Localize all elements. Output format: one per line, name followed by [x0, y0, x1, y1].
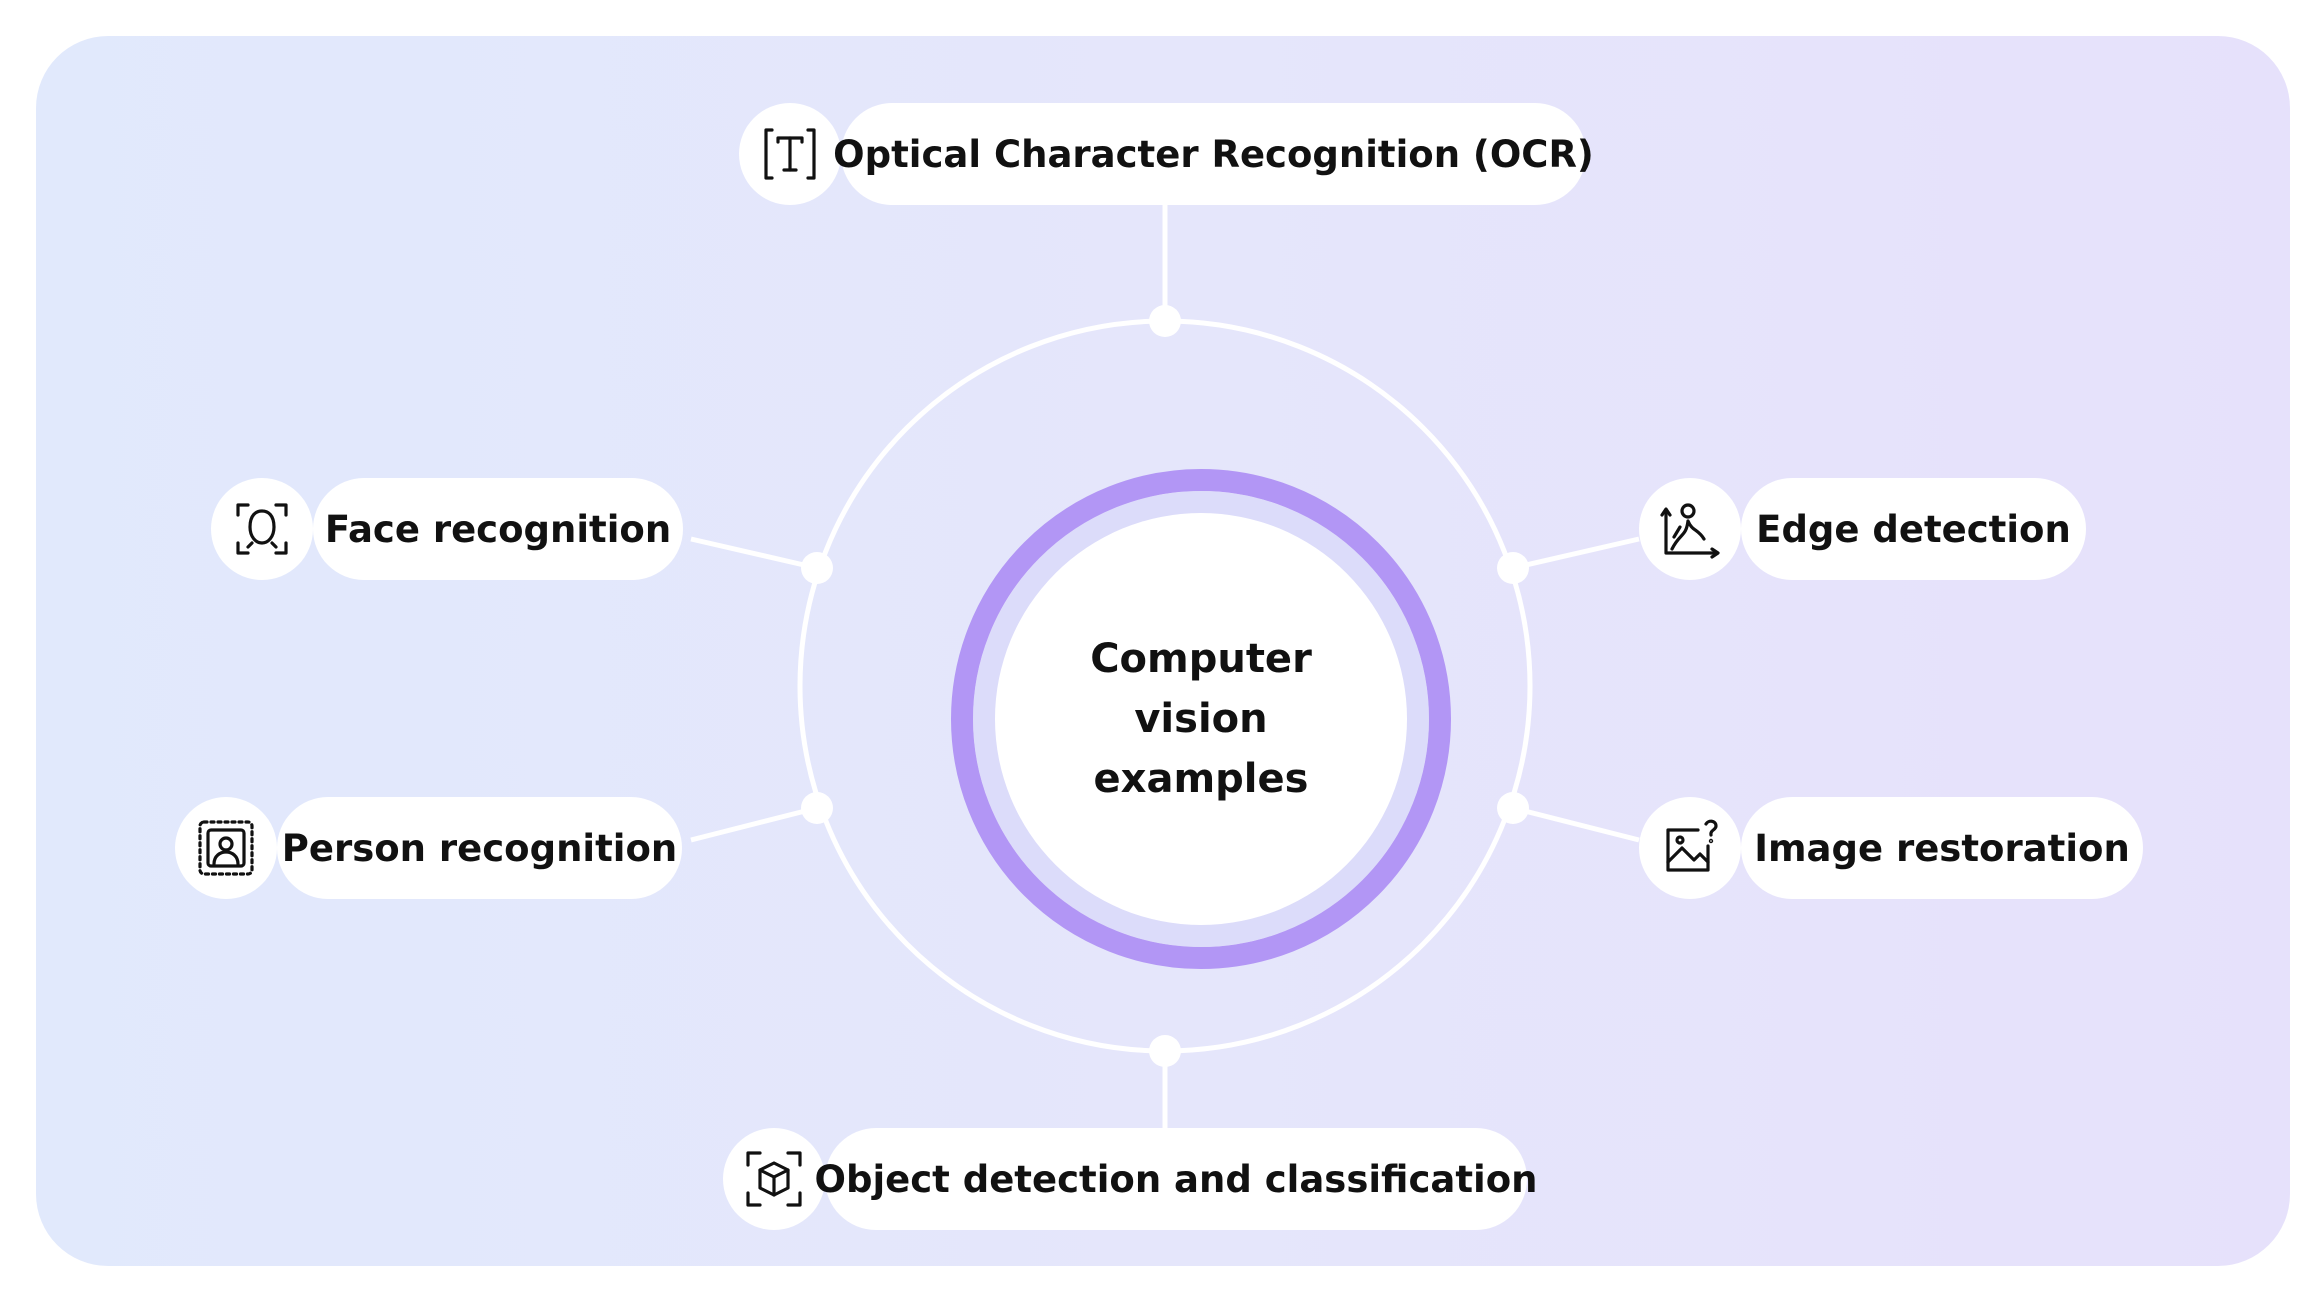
node-label: Face recognition: [313, 478, 683, 580]
center-title: Computer vision examples: [1021, 629, 1381, 809]
face-scan-icon: [211, 478, 313, 580]
junction-dot: [801, 792, 833, 824]
center-title-line: Computer vision: [1090, 636, 1312, 742]
connector-layer: [690, 201, 1640, 1136]
node-label: Optical Character Recognition (OCR): [833, 103, 1594, 205]
person-frame-icon: [175, 797, 277, 899]
text-recognition-icon: [739, 103, 841, 205]
connector-image-restoration: [1512, 805, 1640, 843]
connector-face-recognition: [690, 536, 818, 571]
junction-dot: [1149, 1035, 1181, 1067]
junction-dot: [1497, 552, 1529, 584]
center-hub: Computer vision examples: [951, 469, 1451, 969]
node-label: Image restoration: [1741, 797, 2143, 899]
junction-dot: [1149, 305, 1181, 337]
node-label: Person recognition: [277, 797, 682, 899]
diagram-card: Computer vision examples Optical Charact…: [36, 36, 2290, 1266]
connector-person-recognition: [690, 805, 818, 843]
node-label: Object detection and classification: [815, 1128, 1537, 1230]
cube-scan-icon: [723, 1128, 825, 1230]
image-question-icon: [1639, 797, 1741, 899]
junction-dot: [1497, 792, 1529, 824]
center-title-line: examples: [1093, 756, 1309, 802]
edge-chart-icon: [1639, 478, 1741, 580]
junction-dot: [801, 552, 833, 584]
connector-edge-detection: [1512, 536, 1640, 571]
node-label: Edge detection: [1741, 478, 2086, 580]
